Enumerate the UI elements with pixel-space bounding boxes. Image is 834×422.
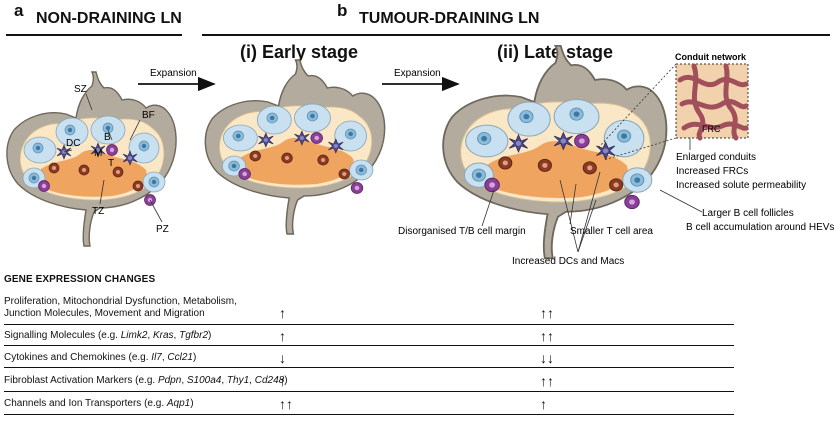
panel-a-title: NON-DRAINING LN	[36, 10, 182, 27]
expansion-label-2: Expansion	[394, 68, 441, 79]
annotation-conduits-3: Increased solute permeability	[676, 180, 806, 191]
panel-b-rule	[202, 34, 830, 36]
gene-expression-title: GENE EXPRESSION CHANGES	[4, 274, 156, 285]
label-m: M	[94, 148, 102, 159]
late-stage-title: (ii) Late stage	[497, 42, 614, 62]
row-divider	[4, 414, 734, 415]
label-leaders	[63, 93, 703, 253]
annotation-conduits-2: Increased FRCs	[676, 166, 748, 177]
label-sz: SZ	[74, 84, 87, 95]
annotation-follicles-2: B cell accumulation around HEVs	[686, 222, 834, 233]
early-arrows: ↓	[279, 350, 286, 366]
late-arrows: ↓↓	[540, 350, 554, 366]
late-arrows: ↑↑	[540, 373, 554, 389]
early-arrows: ↑	[279, 328, 286, 344]
late-arrows: ↑↑	[540, 328, 554, 344]
annotation-follicles-1: Larger B cell follicles	[702, 208, 794, 219]
expansion-label-1: Expansion	[150, 68, 197, 79]
gene-row-label: Fibroblast Activation Markers (e.g. Pdpn…	[4, 375, 288, 386]
gene-row-label: Cytokines and Chemokines (e.g. Il7, Ccl2…	[4, 352, 197, 363]
annotation-t-area: Smaller T cell area	[570, 226, 653, 237]
late-arrows: ↑	[540, 396, 547, 412]
panel-b-title: TUMOUR-DRAINING LN	[359, 10, 540, 27]
label-b: B	[104, 132, 111, 143]
gene-row-label: Proliferation, Mitochondrial Dysfunction…	[4, 296, 237, 319]
label-pz: PZ	[156, 224, 169, 235]
label-t: T	[108, 158, 114, 169]
inset-title: Conduit network	[675, 52, 747, 62]
early-arrows: ↑↑	[279, 396, 293, 412]
row-divider	[4, 345, 734, 346]
panel-b-letter: b	[337, 1, 348, 20]
early-stage-node	[205, 60, 384, 234]
late-arrows: ↑↑	[540, 305, 554, 321]
conduit-network-inset	[597, 63, 749, 161]
early-arrows: ↑	[279, 373, 286, 389]
label-tz: TZ	[92, 206, 104, 217]
gene-row-label: Signalling Molecules (e.g. Limk2, Kras, …	[4, 330, 212, 341]
lymph-node-diagram: Expansion Expansion SZ BF DC B M T TZ PZ…	[0, 0, 834, 267]
row-divider	[4, 367, 734, 368]
panel-a-letter: a	[14, 1, 24, 20]
annotation-margin: Disorganised T/B cell margin	[398, 226, 526, 237]
annotation-conduits-1: Enlarged conduits	[676, 152, 756, 163]
early-arrows: ↑	[279, 305, 286, 321]
inset-frc-label: FRC	[702, 124, 721, 134]
row-divider	[4, 391, 734, 392]
gene-row-label: Channels and Ion Transporters (e.g. Aqp1…	[4, 398, 194, 409]
label-dc: DC	[66, 138, 80, 149]
label-bf: BF	[142, 110, 155, 121]
panel-a-rule	[6, 34, 182, 36]
row-divider	[4, 324, 734, 325]
annotation-dcs: Increased DCs and Macs	[512, 256, 624, 267]
early-stage-title: (i) Early stage	[240, 42, 359, 62]
non-draining-node	[7, 72, 176, 246]
